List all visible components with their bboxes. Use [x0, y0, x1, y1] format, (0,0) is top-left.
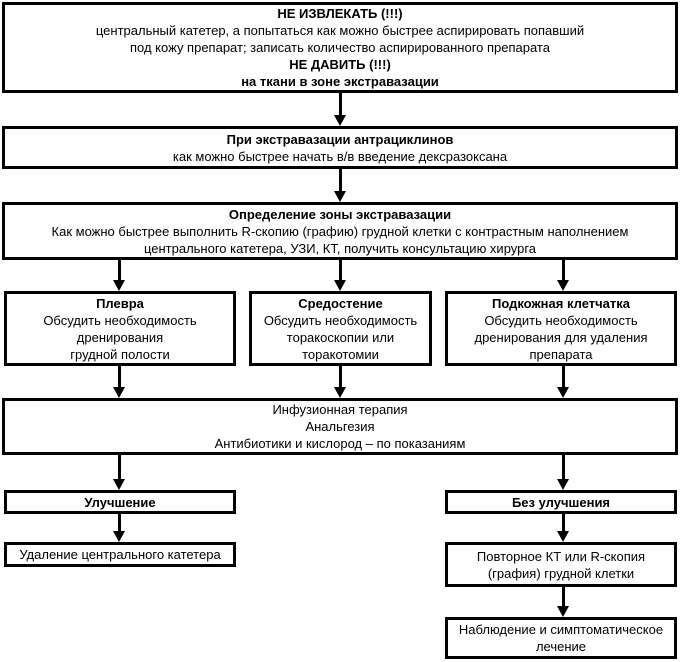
arrow-head-icon — [557, 387, 569, 398]
arrow-shaft — [117, 455, 121, 479]
flow-arrow-down — [557, 455, 569, 490]
warning-subtitle: НЕ ДАВИТЬ (!!!) — [289, 57, 391, 72]
arrow-shaft — [117, 366, 121, 387]
arrow-shaft — [561, 514, 565, 531]
box-text-line: торакоскопии или — [286, 329, 395, 345]
box-zone-determination: Определение зоны экстравазации Как можно… — [2, 202, 678, 260]
arrow-head-icon — [557, 280, 569, 291]
box-mediastinum: Средостение Обсудить необходимость торак… — [249, 291, 432, 366]
box-observation: Наблюдение и симптоматическое лечение — [445, 617, 677, 659]
arrow-shaft — [117, 514, 121, 531]
arrow-head-icon — [334, 115, 346, 126]
box-text-line: дренирования для удаления — [474, 329, 648, 345]
flow-arrow-down — [334, 169, 346, 202]
flow-arrow-down — [334, 260, 346, 291]
arrow-shaft — [338, 260, 342, 280]
box-do-not-extract: НЕ ИЗВЛЕКАТЬ (!!!) центральный катетер, … — [2, 2, 678, 93]
flow-arrow-down — [557, 366, 569, 398]
box-text-line: Обсудить необходимость — [43, 312, 197, 328]
flow-arrow-down — [113, 366, 125, 398]
box-text-line: торакотомии — [302, 346, 379, 362]
box-text-line: Как можно быстрее выполнить R-скопию (гр… — [51, 223, 629, 239]
flow-arrow-down — [113, 455, 125, 490]
box-no-improvement: Без улучшения — [445, 490, 677, 514]
box-anthracycline-extravasation: При экстравазации антрациклинов как можн… — [2, 126, 678, 169]
box-text-line: (графия) грудной клетки — [487, 565, 635, 581]
arrow-shaft — [117, 260, 121, 280]
flow-arrow-down — [557, 260, 569, 291]
box-text-line: препарата — [529, 346, 593, 362]
box-text-line: Обсудить необходимость — [484, 312, 638, 328]
box-title: При экстравазации антрациклинов — [226, 131, 454, 147]
box-text-line: Удаление центрального катетера — [19, 547, 221, 562]
arrow-shaft — [561, 455, 565, 479]
box-pleura: Плевра Обсудить необходимость дренирован… — [4, 291, 236, 366]
arrow-head-icon — [113, 280, 125, 291]
arrow-shaft — [338, 169, 342, 191]
flow-arrow-down — [557, 587, 569, 617]
box-text-line: дренирования — [76, 329, 164, 345]
warning-text-line: на ткани в зоне экстравазации — [241, 74, 439, 89]
box-title: Без улучшения — [511, 494, 611, 510]
box-text-line: лечение — [535, 639, 587, 654]
flow-arrow-down — [113, 260, 125, 291]
box-repeat-imaging: Повторное КТ или R-скопия (графия) грудн… — [445, 542, 677, 587]
box-text-line: Наблюдение и симптоматическое — [458, 622, 664, 637]
arrow-head-icon — [334, 280, 346, 291]
arrow-shaft — [561, 260, 565, 280]
box-title: Подкожная клетчатка — [491, 295, 631, 311]
warning-title: НЕ ИЗВЛЕКАТЬ (!!!) — [277, 6, 403, 21]
flow-arrow-down — [334, 93, 346, 126]
flow-arrow-down — [334, 366, 346, 398]
arrow-head-icon — [113, 479, 125, 490]
box-text-line: центрального катетера, УЗИ, КТ, получить… — [143, 240, 537, 256]
box-title: Плевра — [96, 295, 144, 311]
arrow-head-icon — [557, 606, 569, 617]
box-title: Определение зоны экстравазации — [228, 206, 452, 222]
box-subcutaneous-tissue: Подкожная клетчатка Обсудить необходимос… — [445, 291, 677, 366]
box-text-line: Антибиотики и кислород – по показаниям — [214, 436, 466, 451]
box-improvement: Улучшение — [4, 490, 236, 514]
box-text-line: Анальгезия — [305, 419, 375, 434]
box-text-line: как можно быстрее начать в/в введение де… — [172, 148, 508, 164]
warning-text-line: центральный катетер, а попытаться как мо… — [95, 23, 585, 38]
arrow-head-icon — [557, 479, 569, 490]
arrow-head-icon — [334, 191, 346, 202]
box-title: Средостение — [298, 295, 383, 311]
arrow-head-icon — [113, 387, 125, 398]
arrow-shaft — [561, 587, 565, 606]
flow-arrow-down — [557, 514, 569, 542]
warning-text-line: под кожу препарат; записать количество а… — [130, 40, 550, 55]
arrow-shaft — [561, 366, 565, 387]
arrow-head-icon — [334, 387, 346, 398]
flow-arrow-down — [113, 514, 125, 542]
box-catheter-removal: Удаление центрального катетера — [4, 542, 236, 567]
box-text-line: грудной полости — [70, 346, 170, 362]
box-text-line: Повторное КТ или R-скопия — [476, 548, 646, 564]
arrow-head-icon — [113, 531, 125, 542]
box-supportive-therapy: Инфузионная терапия Анальгезия Антибиоти… — [2, 398, 678, 455]
box-title: Улучшение — [84, 494, 156, 510]
arrow-head-icon — [557, 531, 569, 542]
box-text-line: Инфузионная терапия — [272, 402, 408, 417]
arrow-shaft — [338, 93, 342, 115]
box-text-line: Обсудить необходимость — [263, 312, 418, 328]
arrow-shaft — [338, 366, 342, 387]
